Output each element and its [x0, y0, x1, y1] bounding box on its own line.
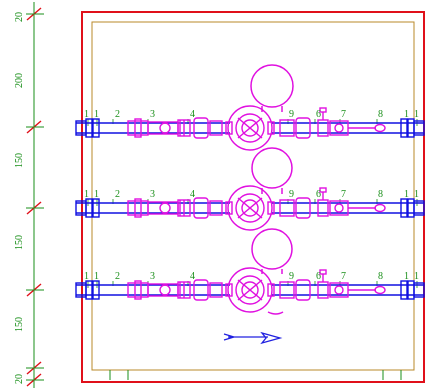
dim-label: 150: [14, 153, 25, 168]
meter-row-3: [75, 267, 425, 313]
meter-dial-1: [250, 64, 294, 108]
meter-row-2: [75, 185, 425, 231]
meter-dial-3: [251, 228, 293, 270]
outer-frame: [81, 11, 425, 383]
dim-label: 150: [14, 317, 25, 332]
arrow-right-icon: [223, 331, 283, 345]
meter-dial-2: [251, 147, 293, 189]
meter-row-1: [75, 105, 425, 151]
dim-label: 150: [14, 235, 25, 250]
dim-label: 20: [14, 12, 25, 22]
dimension-chain: 20 200 150 150 150 20: [14, 2, 44, 388]
inner-frame: [91, 21, 415, 371]
dim-label: 20: [14, 374, 25, 384]
bottom-ticks: [109, 370, 402, 380]
dim-label: 200: [14, 73, 25, 88]
meter-dials: [250, 64, 294, 315]
